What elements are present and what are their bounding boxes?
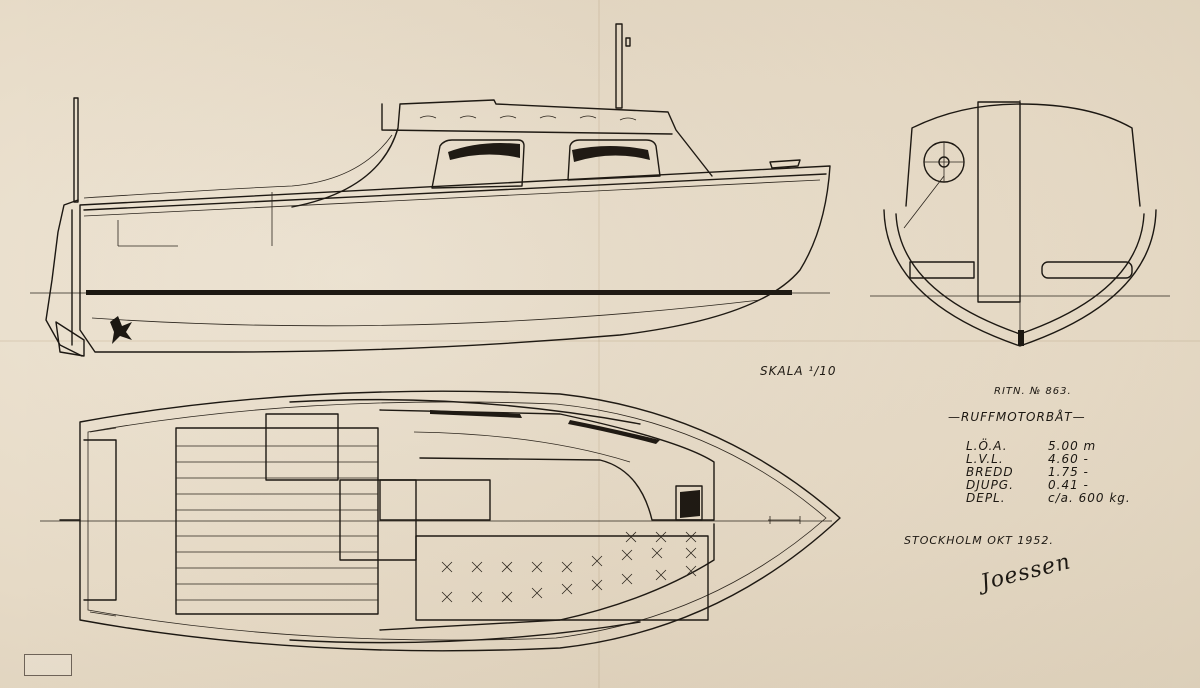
bow-cleat-plan — [768, 516, 801, 524]
section-bulkhead — [977, 101, 1021, 303]
berth-cushion — [415, 535, 709, 621]
section-seat — [909, 261, 975, 279]
archive-stamp — [24, 654, 72, 676]
floor-boards — [176, 445, 378, 601]
hatch-strip-1 — [430, 410, 522, 418]
gunwale-rail-port — [289, 621, 641, 644]
cabin-window-2 — [567, 139, 661, 181]
window-reflection-2 — [572, 146, 650, 162]
cabin-outline — [291, 99, 713, 208]
cabin-trunk-starboard — [379, 409, 715, 521]
transom-outline — [45, 199, 83, 357]
gunwale-rail-stbd — [289, 398, 641, 425]
keel-line — [91, 299, 761, 327]
drawing-number: RITN. № 863. — [994, 386, 1072, 397]
cabin-window-1 — [431, 139, 525, 189]
rub-rail — [83, 179, 821, 217]
spec-value: c/a. 600 kg. — [1048, 491, 1131, 505]
paper-fold-vertical — [598, 0, 600, 688]
spec-row: DEPL. c/a. 600 kg. — [966, 492, 1138, 505]
side-profile-view — [30, 23, 831, 357]
section-berth — [1041, 261, 1133, 279]
rudder — [55, 321, 85, 357]
spec-row: L.Ö.A. 5.00 m — [966, 440, 1138, 453]
spec-key: DEPL. — [966, 491, 1006, 505]
windscreen-line — [83, 134, 393, 199]
boot-top-stripe — [86, 290, 792, 295]
propeller — [110, 316, 132, 344]
spec-value: 5.00 m — [1048, 439, 1097, 453]
spec-row: BREDD 1.75 - — [966, 466, 1138, 479]
spec-value: 1.75 - — [1048, 465, 1089, 479]
cabin-trunk-port — [379, 523, 715, 631]
cabin-step — [379, 479, 491, 521]
spec-value: 0.41 - — [1048, 478, 1089, 492]
plan-view — [40, 390, 841, 652]
cabin-mast — [615, 23, 623, 109]
spec-key: BREDD — [966, 465, 1014, 479]
spec-key: L.V.L. — [966, 452, 1004, 466]
spec-row: DJUPG. 0.41 - — [966, 479, 1138, 492]
helm-seat — [265, 413, 339, 481]
roof-vents — [419, 115, 637, 121]
stern-flagpole — [73, 97, 79, 203]
section-cabin — [905, 103, 1141, 207]
place-date: STOCKHOLM OKT 1952. — [904, 534, 1054, 547]
section-view — [870, 100, 1170, 347]
hull-outline-side — [79, 165, 831, 353]
steering-column — [903, 175, 945, 229]
forward-hatch — [675, 485, 703, 521]
window-reflection-1 — [448, 143, 520, 160]
forward-hatch-shade — [680, 490, 700, 518]
cushion-buttons — [441, 531, 697, 603]
section-keel — [1018, 330, 1024, 346]
spec-key: DJUPG. — [966, 478, 1014, 492]
construction-mark — [117, 220, 178, 247]
spec-value: 4.60 - — [1048, 452, 1089, 466]
drawing-title-text: RUFFMOTORBÅT — [961, 410, 1073, 424]
deck-edge-plan — [87, 401, 827, 641]
sheer-line — [83, 173, 827, 211]
spec-table: L.Ö.A. 5.00 m L.V.L. 4.60 - BREDD 1.75 - DJ… — [966, 440, 1138, 505]
paper-fold-horizontal — [0, 340, 1200, 342]
cabin-roof — [381, 103, 673, 135]
spec-row: L.V.L. 4.60 - — [966, 453, 1138, 466]
stern-cleats-plan — [89, 427, 117, 617]
spec-key: L.Ö.A. — [966, 439, 1008, 453]
cockpit-floor — [175, 427, 379, 615]
hull-outline-plan — [79, 390, 841, 652]
scale-label: SKALA ¹/10 — [760, 364, 837, 378]
mast-light — [625, 37, 631, 47]
drawing-title: —RUFFMOTORBÅT— — [948, 410, 1086, 424]
hatch-strip-2 — [568, 420, 660, 444]
wheel-spokes — [924, 142, 964, 182]
bow-cleat — [769, 159, 801, 169]
cabin-side-line — [413, 431, 631, 463]
transom-seat — [83, 439, 117, 601]
